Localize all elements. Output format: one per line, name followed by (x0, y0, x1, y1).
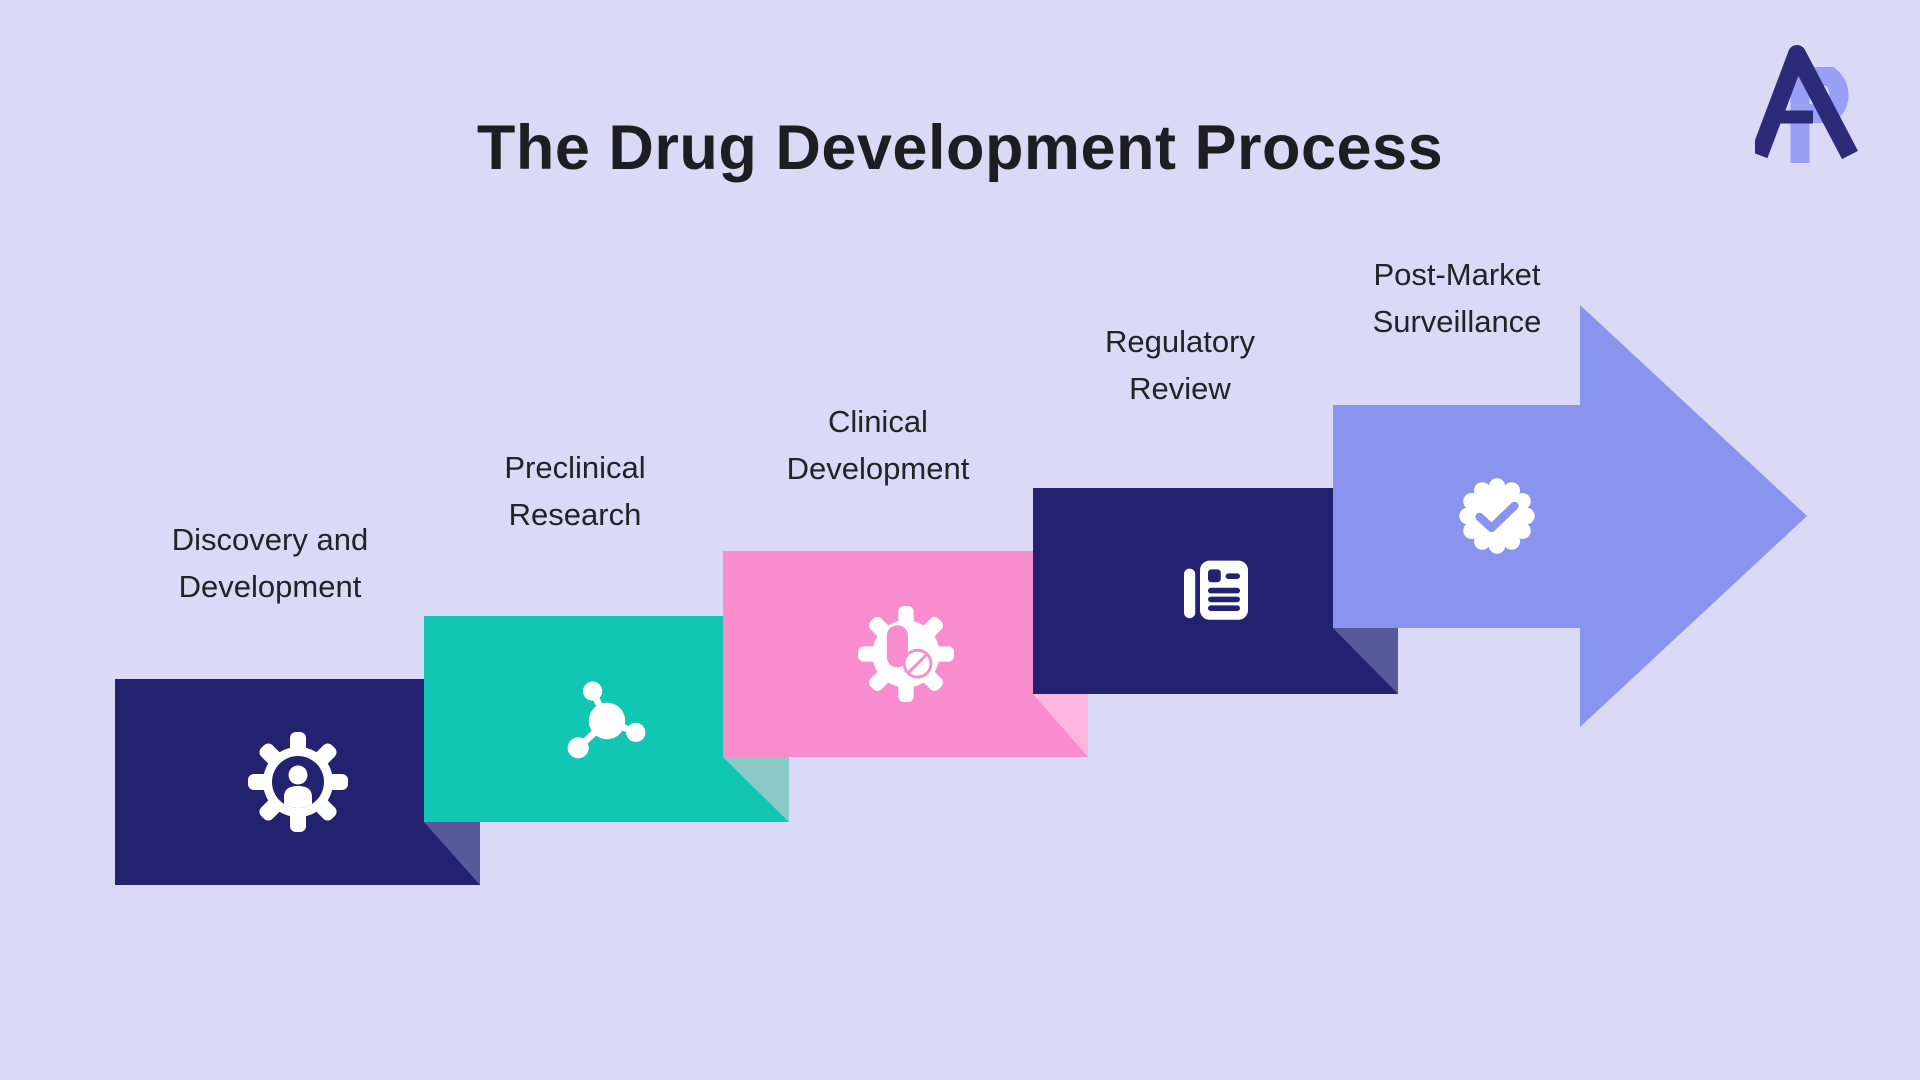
step-label-regulatory: Regulatory Review (1000, 318, 1360, 412)
label-line: Clinical (828, 404, 928, 439)
step-label-preclinical: Preclinical Research (395, 444, 755, 538)
step-box-discovery (115, 679, 480, 885)
newspaper-lines (1207, 569, 1240, 611)
label-line: Post-Market (1373, 257, 1541, 292)
label-line: Review (1129, 371, 1231, 406)
corner-fold (723, 757, 789, 822)
newspaper-icon (1183, 560, 1248, 620)
step-arrow-postmarket (1333, 305, 1807, 727)
checkmark-icon (1475, 501, 1519, 533)
verified-badge-icon (1459, 478, 1535, 554)
label-line: Surveillance (1372, 304, 1542, 339)
corner-fold (1033, 694, 1088, 757)
label-line: Regulatory (1105, 324, 1255, 359)
molecule-icon (567, 681, 645, 759)
gear-person-icon (247, 732, 348, 832)
label-line: Development (178, 569, 362, 604)
step-label-clinical: Clinical Development (698, 398, 1058, 492)
step-label-postmarket: Post-Market Surveillance (1277, 251, 1637, 345)
page-title: The Drug Development Process (476, 113, 1444, 183)
gear-pill-icon (857, 606, 954, 702)
process-arrow-shape (1333, 305, 1807, 727)
label-line: Discovery and (171, 522, 369, 557)
label-line: Research (508, 497, 642, 532)
step-label-discovery: Discovery and Development (90, 516, 450, 610)
step-box-clinical (723, 551, 1088, 757)
label-line: Development (786, 451, 970, 486)
label-line: Preclinical (504, 450, 646, 485)
ap-monogram-icon (1755, 45, 1858, 163)
brand-logo (1755, 45, 1875, 167)
corner-fold (424, 822, 480, 885)
